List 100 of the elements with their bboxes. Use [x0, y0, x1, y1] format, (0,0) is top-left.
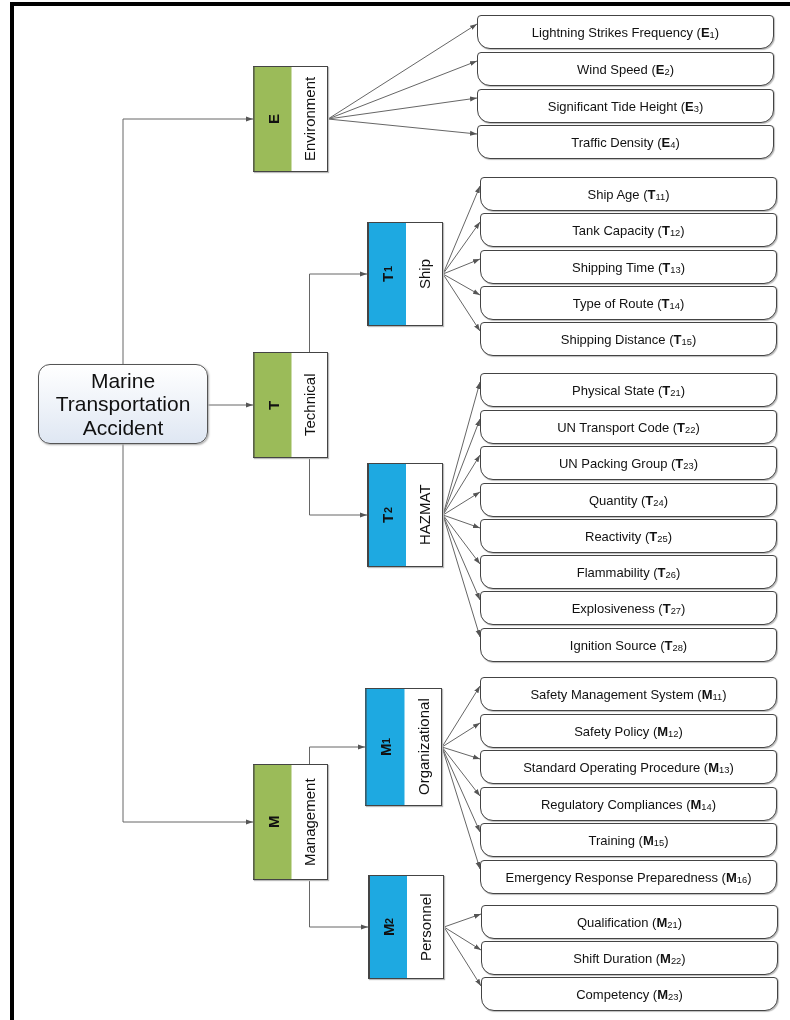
factor-box [477, 125, 774, 159]
factor-label: Competency (M$_{23}$) [576, 986, 683, 1002]
factor-label: Tank Capacity (T$_{12}$) [572, 222, 685, 238]
arrow [442, 514, 481, 638]
factor-label: Flammability (T$_{26}$) [576, 564, 681, 580]
arrow [327, 23, 478, 120]
factor-label: Shift Duration (M$_{22}$) [573, 950, 686, 966]
factor-box [480, 519, 777, 553]
factor-box [480, 677, 777, 711]
factor-label: Regulatory Compliances (M$_{14}$) [540, 796, 717, 812]
category-name: Management [299, 777, 319, 868]
factor-label: Explosiveness (T$_{27}$) [571, 600, 686, 616]
category-code: T [254, 353, 292, 457]
arrow [442, 258, 481, 275]
arrow [327, 96, 478, 120]
factor-box [480, 750, 777, 784]
category-code: E [254, 67, 292, 171]
factor-box [480, 591, 777, 625]
arrow [441, 722, 481, 748]
arrow [442, 454, 481, 516]
arrow [443, 913, 482, 928]
category-box [253, 66, 328, 172]
factor-label: Shipping Distance (T$_{15}$) [560, 331, 697, 347]
root-box [38, 364, 208, 444]
factor-box [480, 410, 777, 444]
factor-box [477, 15, 774, 49]
factor-label: Ignition Source (T$_{28}$) [569, 637, 688, 653]
factor-label: Qualification (M$_{21}$) [576, 914, 683, 930]
factor-label: Significant Tide Height (E$_{3}$) [547, 98, 704, 114]
arrow [441, 746, 481, 760]
root-label: Marine Transportation Accident [54, 369, 192, 439]
factor-box [480, 555, 777, 589]
arrow [442, 273, 481, 332]
factor-label: Traffic Density (E$_{4}$) [571, 134, 680, 150]
factor-label: Safety Policy (M$_{12}$) [574, 723, 683, 739]
factor-label: Ship Age (T$_{11}$) [587, 186, 670, 202]
arrow [442, 221, 481, 275]
arrow [207, 402, 254, 408]
arrow [442, 514, 481, 529]
category-box [367, 463, 443, 567]
category-box [253, 352, 328, 458]
category-box [368, 875, 444, 979]
factor-label: Wind Speed (E$_{2}$) [577, 61, 674, 77]
factor-box [480, 322, 777, 356]
factor-label: UN Transport Code (T$_{22}$) [557, 419, 700, 435]
category-name: Environment [299, 75, 319, 164]
factor-label: UN Packing Group (T$_{23}$) [559, 455, 698, 471]
factor-box [480, 250, 777, 284]
factor-box [480, 177, 777, 211]
arrow [327, 118, 478, 136]
arrow [441, 746, 481, 870]
factor-box [480, 628, 777, 662]
factor-label: Physical State (T$_{21}$) [572, 382, 685, 398]
factor-box [481, 941, 778, 975]
category-name: Personnel [415, 892, 435, 963]
factor-label: Safety Management System (M$_{11}$) [530, 686, 727, 702]
category-code: M [254, 765, 292, 879]
arrow [441, 685, 481, 748]
factor-label: Emergency Response Preparedness (M$_{16}$) [505, 869, 752, 885]
factor-label: Reactivity (T$_{25}$) [585, 528, 672, 544]
arrow [442, 491, 481, 516]
factor-box [481, 977, 778, 1011]
factor-box [480, 860, 777, 894]
factor-box [477, 52, 774, 86]
factor-box [477, 89, 774, 123]
category-name: Ship [414, 258, 434, 291]
category-name: Technical [299, 372, 319, 439]
factor-box [480, 483, 777, 517]
arrow [122, 443, 254, 825]
factor-label: Type of Route (T$_{14}$) [572, 295, 685, 311]
factor-box [480, 823, 777, 857]
category-box [365, 688, 442, 806]
factor-label: Shipping Time (T$_{13}$) [572, 259, 685, 275]
arrow [309, 879, 369, 930]
arrow [441, 746, 481, 833]
category-box [367, 222, 443, 326]
arrow [442, 273, 481, 296]
arrow [327, 60, 478, 120]
factor-box [480, 446, 777, 480]
factor-box [480, 787, 777, 821]
arrow [309, 744, 366, 765]
category-name: Organizational [413, 697, 433, 798]
arrow [443, 926, 482, 951]
category-name: HAZMAT [414, 483, 434, 548]
factor-box [481, 905, 778, 939]
category-box [253, 764, 328, 880]
factor-box [480, 286, 777, 320]
factor-box [480, 714, 777, 748]
arrow [441, 746, 481, 797]
arrow [309, 271, 368, 353]
factor-label: Quantity (T$_{24}$) [588, 492, 669, 508]
arrow [442, 514, 481, 601]
factor-label: Training (M$_{15}$) [588, 832, 669, 848]
arrow [309, 457, 368, 518]
factor-box [480, 373, 777, 407]
arrow [443, 926, 482, 987]
factor-box [480, 213, 777, 247]
arrow [442, 185, 481, 275]
arrow [442, 514, 481, 565]
factor-label: Lightning Strikes Frequency (E$_{1}$) [531, 24, 720, 40]
